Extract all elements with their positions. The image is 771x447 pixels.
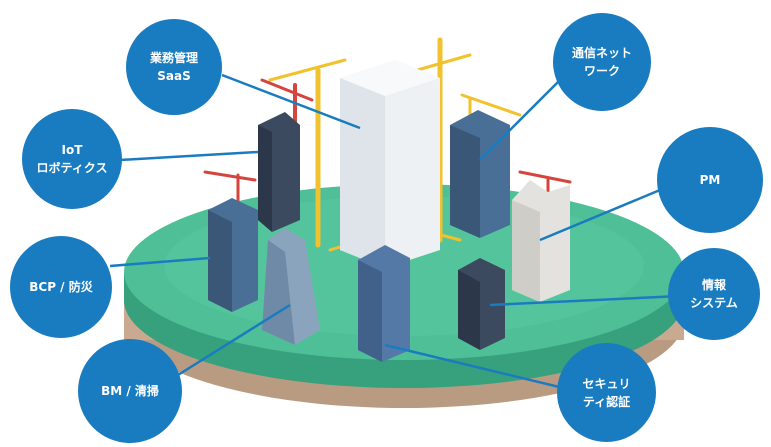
bubble-bcp: BCP / 防災 [10,236,112,338]
connector-pm [539,188,661,242]
connector-saas [221,73,361,130]
bubble-iot: IoT ロボティクス [22,109,122,209]
connector-iot [119,150,259,162]
bubble-info-system: 情報 システム [668,248,760,340]
bubble-network: 通信ネット ワーク [553,13,651,111]
bubble-saas: 業務管理 SaaS [126,19,222,115]
connector-info [489,294,681,307]
connector-bcp [109,256,211,268]
connector-security [384,343,581,394]
bubble-bm: BM / 清掃 [78,339,182,443]
bubble-security: セキュリ ティ認証 [557,343,656,442]
connector-network [479,69,571,161]
connector-lines [109,69,681,394]
bubble-pm: PM [657,127,763,233]
connector-bm [169,303,291,382]
